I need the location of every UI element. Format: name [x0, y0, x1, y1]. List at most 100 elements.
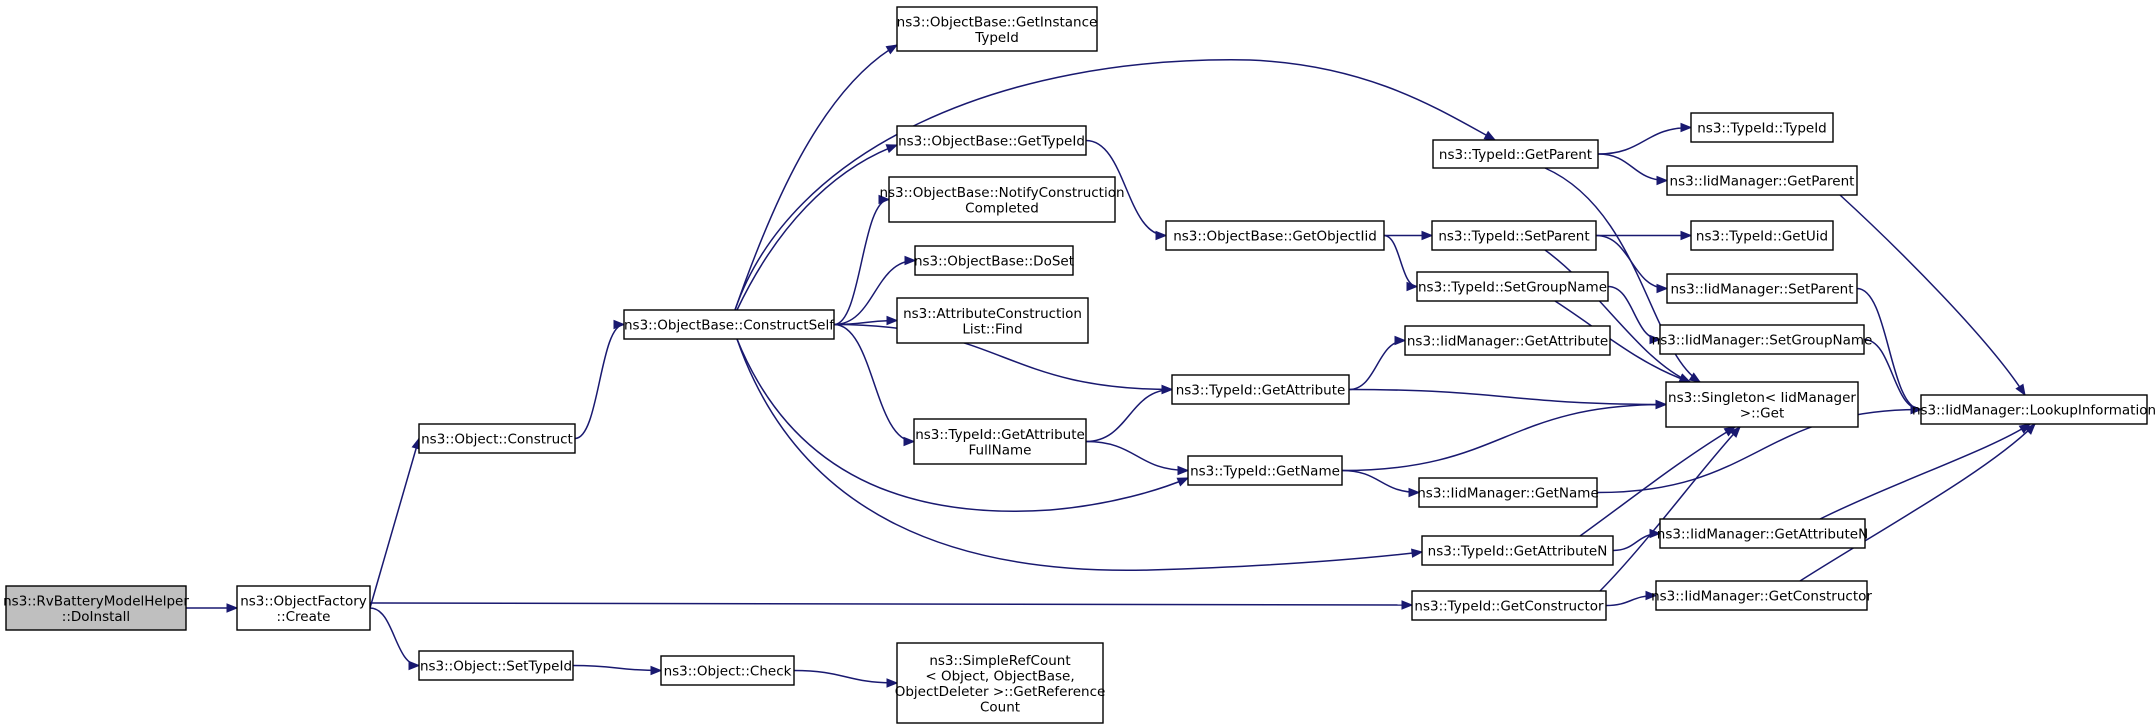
node-ob-gettypeid[interactable]: ns3::ObjectBase::GetTypeId [896, 125, 1087, 156]
edge-typeid-getname-to-singleton-get [1341, 403, 1667, 472]
node-label: ns3::TypeId::GetUid [1696, 229, 1828, 245]
node-object-construct[interactable]: ns3::Object::Construct [418, 423, 576, 454]
node-constructself[interactable]: ns3::ObjectBase::ConstructSelf [623, 309, 835, 340]
arrowhead [1649, 334, 1662, 345]
arrowhead [1406, 281, 1419, 292]
node-iid-setparent[interactable]: ns3::IidManager::SetParent [1666, 273, 1858, 304]
node-typeid-getconstructor[interactable]: ns3::TypeId::GetConstructor [1411, 590, 1607, 621]
node-label: TypeId [974, 30, 1019, 46]
node-root[interactable]: ns3::RvBatteryModelHelper::DoInstall [3, 585, 189, 631]
edge-constructself-to-typeid-getattribute [833, 323, 1173, 391]
node-typeid-getattributen[interactable]: ns3::TypeId::GetAttributeN [1421, 535, 1614, 566]
arrowhead [1656, 283, 1669, 294]
edge-factory-create-to-typeid-getconstructor [369, 602, 1413, 606]
arrowhead [1645, 590, 1658, 601]
edge-constructself-to-getattributefullname [833, 323, 915, 443]
node-notifyconstruction[interactable]: ns3::ObjectBase::NotifyConstructionCompl… [879, 176, 1125, 223]
node-label: ns3::Object::Construct [421, 432, 573, 448]
node-label: ns3::TypeId::TypeId [1697, 121, 1827, 137]
node-iid-setgroupname[interactable]: ns3::IidManager::SetGroupName [1652, 324, 1873, 355]
node-label: ns3::IidManager::GetAttribute [1407, 334, 1608, 350]
node-typeid-typeid[interactable]: ns3::TypeId::TypeId [1690, 112, 1834, 143]
edge-object-check-to-simplerefcount [793, 669, 898, 684]
node-object-check[interactable]: ns3::Object::Check [660, 655, 795, 686]
node-object-settypeid[interactable]: ns3::Object::SetTypeId [418, 650, 574, 681]
node-typeid-getname[interactable]: ns3::TypeId::GetName [1187, 455, 1343, 486]
node-label: ns3::TypeId::GetAttribute [1176, 383, 1346, 399]
node-box [1920, 394, 2148, 425]
node-typeid-getattribute[interactable]: ns3::TypeId::GetAttribute [1171, 374, 1350, 405]
node-simplerefcount[interactable]: ns3::SimpleRefCount< Object, ObjectBase,… [895, 642, 1106, 724]
node-label: ns3::ObjectBase::GetTypeId [898, 134, 1085, 150]
node-label: < Object, ObjectBase, [925, 668, 1074, 684]
node-iid-getname[interactable]: ns3::IidManager::GetName [1417, 477, 1599, 508]
node-box [914, 245, 1074, 276]
edge-typeid-getparent-to-singleton-get [1544, 167, 1701, 383]
node-box [236, 585, 371, 631]
edge-typeid-getattributen-to-singleton-get [1579, 426, 1736, 537]
node-typeid-getparent[interactable]: ns3::TypeId::GetParent [1432, 139, 1599, 169]
node-iid-getparent[interactable]: ns3::IidManager::GetParent [1666, 165, 1858, 196]
node-box [1418, 477, 1598, 508]
arrowhead [1394, 335, 1407, 346]
arrowhead [885, 44, 899, 55]
node-label: ns3::IidManager::LookupInformation [1912, 403, 2155, 419]
node-box [1690, 112, 1834, 143]
node-typeid-setgroupname[interactable]: ns3::TypeId::SetGroupName [1416, 271, 1609, 302]
node-box [1171, 374, 1350, 405]
node-label: List::Find [962, 321, 1022, 337]
node-label: FullName [969, 442, 1032, 458]
node-box [1432, 139, 1599, 169]
edge-iid-getname-to-iid-lookupinformation [1596, 408, 1922, 494]
node-box [1666, 273, 1858, 304]
node-label: ns3::TypeId::GetAttribute [915, 427, 1085, 443]
edge-object-construct-to-constructself [574, 323, 625, 440]
arrowhead [2024, 423, 2036, 435]
node-label: ns3::RvBatteryModelHelper [3, 593, 189, 609]
node-factory-create[interactable]: ns3::ObjectFactory::Create [236, 585, 371, 631]
arrowhead [878, 194, 891, 205]
node-iid-getattributen[interactable]: ns3::IidManager::GetAttributeN [1657, 518, 1868, 549]
node-iid-lookupinformation[interactable]: ns3::IidManager::LookupInformation [1912, 394, 2155, 425]
node-label: ns3::TypeId::SetGroupName [1418, 280, 1607, 296]
node-iid-getconstructor[interactable]: ns3::IidManager::GetConstructor [1651, 580, 1872, 611]
node-label: ::DoInstall [62, 609, 130, 625]
node-box [888, 176, 1116, 223]
edge-typeid-setparent-to-singleton-get [1544, 249, 1691, 383]
arrowhead [886, 315, 899, 326]
arrowhead [1680, 122, 1693, 133]
node-box [1431, 220, 1597, 251]
node-box [1411, 590, 1607, 621]
node-singleton-get[interactable]: ns3::Singleton< IidManager>::Get [1665, 381, 1859, 428]
node-getobjectiid[interactable]: ns3::ObjectBase::GetObjectIid [1165, 220, 1385, 251]
node-typeid-getuid[interactable]: ns3::TypeId::GetUid [1690, 220, 1834, 251]
node-iid-getattribute[interactable]: ns3::IidManager::GetAttribute [1404, 325, 1611, 356]
arrowhead [1688, 372, 1702, 383]
node-label: ns3::ObjectBase::NotifyConstruction [879, 185, 1124, 201]
arrowhead [650, 665, 663, 676]
arrowhead [885, 144, 899, 154]
edge-object-settypeid-to-object-check [572, 664, 662, 672]
node-typeid-setparent[interactable]: ns3::TypeId::SetParent [1431, 220, 1597, 251]
node-box [5, 585, 187, 631]
arrowhead [903, 436, 916, 447]
edge-typeid-getparent-to-typeid-typeid [1597, 126, 1692, 155]
node-box [1665, 381, 1859, 428]
node-label: ns3::Singleton< IidManager [1668, 390, 1856, 406]
node-label: ns3::ObjectFactory [240, 593, 367, 609]
node-box [1655, 580, 1868, 611]
node-label: Count [980, 699, 1020, 715]
node-doset[interactable]: ns3::ObjectBase::DoSet [914, 245, 1074, 276]
node-label: ns3::Object::SetTypeId [420, 659, 572, 675]
edge-typeid-getconstructor-to-singleton-get [1599, 426, 1741, 592]
arrowhead [1408, 487, 1421, 498]
node-box [1404, 325, 1611, 356]
edge-getattributefullname-to-typeid-getname [1085, 440, 1189, 472]
node-label: ns3::IidManager::SetParent [1671, 282, 1854, 298]
arrowhead [1421, 230, 1434, 241]
arrowhead [226, 603, 239, 613]
node-label: ns3::TypeId::SetParent [1438, 229, 1589, 245]
